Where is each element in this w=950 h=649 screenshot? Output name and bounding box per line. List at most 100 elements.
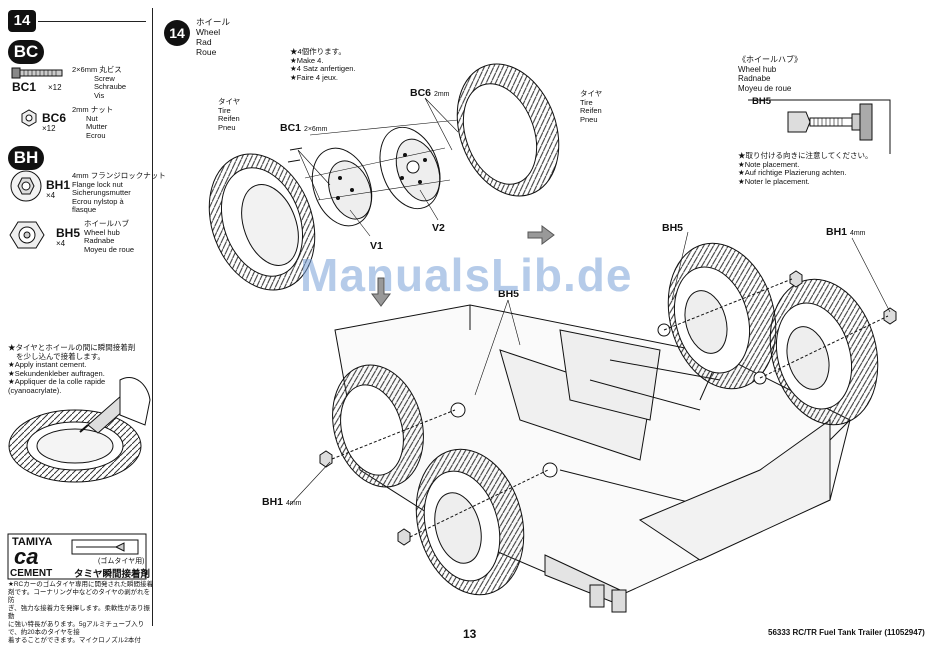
part-desc-bc6: 2mm ナット Nut Mutter Ecrou (72, 105, 113, 140)
step-title-fr: Roue (196, 47, 217, 57)
part-code-bc6: BC6 (42, 111, 67, 125)
part-name-fr-bh1: Ecrou nylstop à (72, 196, 124, 206)
hub-placement-note: ★取り付ける向きに注意してください。 ★Note placement. ★Auf… (738, 151, 873, 186)
make-note-jp: ★4個作ります。 (290, 47, 346, 56)
part-name-en-bh5: Wheel hub (84, 227, 120, 237)
make-note: ★4個作ります。 ★Make 4. ★4 Satz anfertigen. ★F… (290, 47, 356, 82)
wheel-hub-icon (9, 221, 45, 249)
label-bh1-left-code: BH1 (262, 496, 284, 508)
tire-label-right: タイヤ Tire Reifen Pneu (580, 89, 603, 124)
flange-nut-icon (10, 170, 42, 202)
nut-icon (21, 109, 37, 127)
brand-desc-line-1: ★RCカーのゴムタイヤ専用に開発された瞬間接着 (8, 581, 154, 588)
bc-bag-header: BC (8, 40, 44, 64)
step-title: ホイール Wheel Rad Roue (196, 17, 230, 57)
label-v2: V2 (432, 222, 445, 234)
brand-desc-line-3: ぎ、強力な接着力を発揮します。柔軟性があり振動 (8, 605, 151, 620)
part-size-bh1: 4mm フランジロックナット (72, 171, 166, 180)
part-name-de-bc6: Mutter (86, 122, 108, 131)
brand-desc-line-5: 着することができます。マイクロノズル2本付 (8, 637, 141, 644)
label-bh5-hub: BH5 (752, 96, 772, 107)
main-step-badge: 14 (164, 20, 190, 46)
tire-label-left-de: Reifen (218, 114, 240, 123)
brand-desc-line-2: 剤です。コーナリング中などのタイヤの剥がれを防 (8, 589, 151, 604)
part-name-fr-bc1: Vis (94, 90, 105, 100)
cement-note-de: ★Sekundenkleber auftragen. (8, 368, 105, 378)
part-name-fr-bh5: Moyeu de roue (84, 244, 135, 254)
part-name-en-bh1: Flange lock nut (72, 179, 123, 189)
part-code-bc1: BC1 (12, 80, 37, 94)
tire-label-right-fr: Pneu (580, 114, 598, 124)
cement-product-box (7, 533, 147, 580)
cement-note-jp1: ★タイヤとホイールの間に瞬間接着剤 (8, 343, 136, 352)
wheel-half-v2 (379, 126, 441, 210)
part-size-bh5: ホイールハブ (84, 219, 129, 228)
label-bc1-code: BC1 (280, 122, 302, 134)
part-name-fr2-bh1: flasque (72, 205, 97, 214)
make-note-fr: ★Faire 4 jeux. (290, 72, 338, 82)
part-name-fr-bc6: Ecrou (86, 130, 106, 140)
part-qty-bh5: ×4 (56, 239, 66, 248)
label-bc6: BC6 2mm (410, 87, 450, 99)
label-bc6-size: 2mm (433, 91, 450, 98)
down-arrow-icon (371, 277, 391, 307)
tire-right-rear (667, 242, 777, 390)
label-bh5-right: BH5 (662, 222, 684, 234)
hub-note-en: Wheel hub (738, 64, 777, 74)
part-code-bh5: BH5 (56, 226, 81, 240)
hub-placement-en: ★Note placement. (738, 159, 800, 169)
part-desc-bh1: 4mm フランジロックナット Flange lock nut Sicherung… (72, 171, 166, 215)
label-bh1-right-size: 4mm (849, 230, 866, 237)
part-qty-bc1: ×12 (48, 83, 62, 92)
page-number: 13 (463, 627, 477, 641)
tire-label-left-en: Tire (218, 105, 231, 115)
part-name-de-bh5: Radnabe (84, 236, 115, 245)
part-desc-bc1: 2×6mm 丸ビス Screw Schraube Vis (72, 65, 127, 100)
label-bc1-size: 2×6mm (303, 126, 328, 133)
bh-bag-header: BH (8, 146, 44, 170)
brand-cement: CEMENT (10, 568, 53, 579)
tire-bottom-front (415, 448, 525, 596)
brand-tamiya: TAMIYA (12, 536, 53, 548)
hub-placement-fr: ★Noter le placement. (738, 176, 810, 186)
cement-note-jp2: を少し込んで接着します。 (16, 351, 105, 361)
tire-bottom-rear (332, 364, 424, 488)
part-desc-bh5: ホイールハブ Wheel hub Radnabe Moyeu de roue (84, 219, 135, 254)
brand-desc-line-4: に強い特長があります。5gアルミチューブ入りで、約20本のタイヤを接 (8, 621, 145, 636)
part-name-en-bc6: Nut (86, 113, 98, 123)
brand-logo: ca (14, 544, 39, 569)
part-name-en-bc1: Screw (94, 73, 115, 83)
tire-label-left-jp: タイヤ (218, 97, 241, 106)
tire-label-right-jp: タイヤ (580, 89, 603, 98)
label-bh5-center: BH5 (498, 288, 520, 300)
sidebar-divider (152, 8, 153, 626)
part-size-bc1: 2×6mm 丸ビス (72, 65, 122, 74)
tire-right (456, 63, 560, 197)
label-v1: V1 (370, 240, 383, 252)
make-note-de: ★4 Satz anfertigen. (290, 64, 356, 73)
label-bc6-code: BC6 (410, 87, 432, 99)
tire-label-right-en: Tire (580, 97, 593, 107)
cement-note-fr2: (cyanoacrylate). (8, 385, 62, 395)
tire-left (208, 153, 316, 291)
make-note-en: ★Make 4. (290, 55, 324, 65)
hub-note-de: Radnabe (738, 74, 771, 83)
header-rule (38, 21, 146, 22)
step-title-en: Wheel (196, 27, 221, 37)
hub-note-jp: 《ホイールハブ》 (738, 55, 802, 64)
hub-note-title: 《ホイールハブ》 Wheel hub Radnabe Moyeu de roue (738, 55, 802, 93)
brand-description: ★RCカーのゴムタイヤ専用に開発された瞬間接着 剤です。コーナリング中などのタイ… (8, 581, 154, 645)
label-bc1: BC1 2×6mm (280, 122, 327, 134)
hub-placement-detail (748, 99, 891, 154)
part-name-de-bh1: Sicherungsmutter (72, 188, 131, 197)
label-bh1-left-size: 4mm (285, 500, 302, 507)
tire-label-left-fr: Pneu (218, 122, 236, 132)
screw-icon (11, 67, 63, 79)
part-name-de-bc1: Schraube (94, 82, 127, 91)
label-bh1-left: BH1 4mm (262, 496, 302, 508)
footer-title: 56333 RC/TR Fuel Tank Trailer (11052947) (768, 628, 925, 637)
cement-note: ★タイヤとホイールの間に瞬間接着剤 を少し込んで接着します。 ★Apply in… (8, 343, 150, 395)
part-qty-bc6: ×12 (42, 124, 56, 133)
tire-right-front (769, 278, 879, 426)
